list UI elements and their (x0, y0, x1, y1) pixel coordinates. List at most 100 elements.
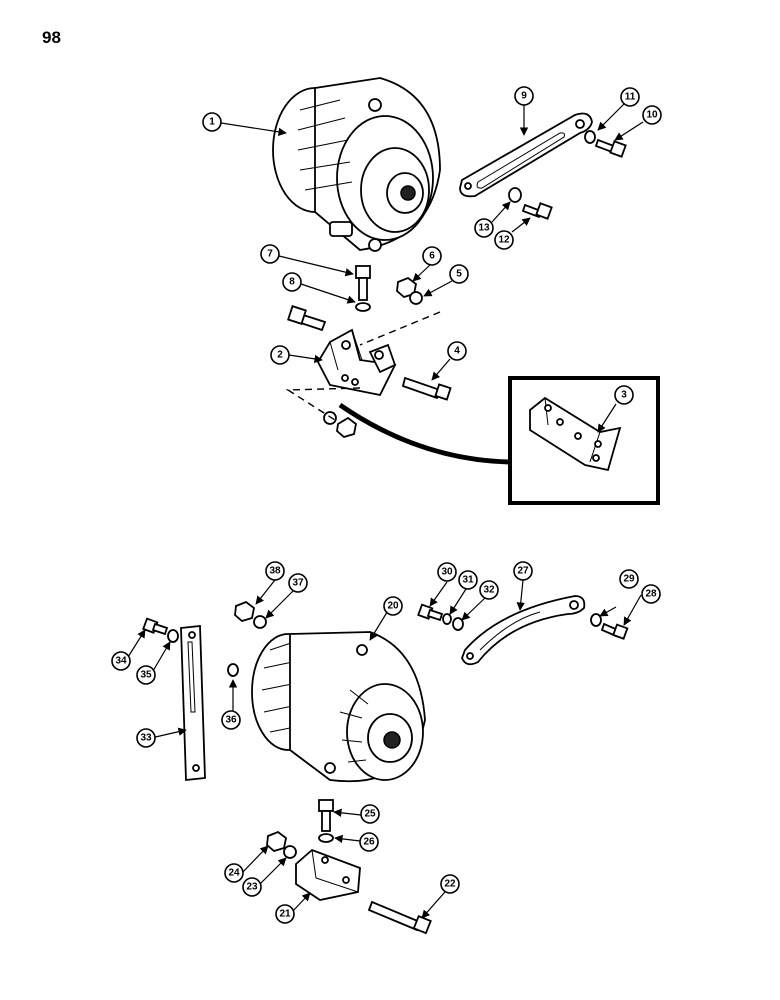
callout-26: 26 (359, 832, 379, 852)
svg-text:4: 4 (454, 346, 460, 357)
alignment-dashes-top (285, 311, 441, 421)
svg-text:7: 7 (267, 249, 273, 260)
callout-37: 37 (288, 573, 308, 593)
callout-10: 10 (642, 105, 662, 125)
callout-34: 34 (111, 651, 131, 671)
bolt-30 (417, 603, 444, 622)
svg-text:2: 2 (277, 350, 283, 361)
svg-text:12: 12 (498, 235, 510, 246)
callout-7: 7 (260, 244, 280, 264)
callout-8: 8 (282, 272, 302, 292)
washer-37 (253, 615, 267, 629)
svg-text:34: 34 (115, 656, 127, 667)
callout-5: 5 (449, 264, 469, 284)
callout-30: 30 (437, 562, 457, 582)
svg-text:28: 28 (645, 589, 657, 600)
callout-38: 38 (265, 561, 285, 581)
washer-35 (167, 629, 179, 643)
nut-bracket-lower (336, 416, 357, 439)
svg-text:6: 6 (429, 251, 435, 262)
washer-29 (590, 613, 602, 627)
callout-32: 32 (479, 580, 499, 600)
callout-2: 2 (270, 345, 290, 365)
callout-1: 1 (202, 112, 222, 132)
svg-text:20: 20 (387, 601, 399, 612)
washer-bracket-lower (323, 411, 337, 425)
svg-text:13: 13 (478, 223, 490, 234)
washer-13 (508, 187, 522, 203)
callout-23: 23 (242, 877, 262, 897)
washer-23 (283, 845, 297, 859)
bolt-7 (355, 265, 371, 301)
alternator-bottom (251, 631, 426, 783)
callout-9: 9 (514, 86, 534, 106)
bolt-22 (367, 900, 432, 935)
bolt-bracket-left (287, 305, 327, 332)
alternator-top (272, 77, 441, 252)
svg-text:1: 1 (209, 117, 215, 128)
washer-32 (452, 617, 464, 631)
callout-24: 24 (224, 863, 244, 883)
callout-36: 36 (221, 710, 241, 730)
callout-6: 6 (422, 246, 442, 266)
callout-22: 22 (440, 874, 460, 894)
svg-text:11: 11 (625, 92, 636, 103)
svg-text:25: 25 (364, 809, 376, 820)
page-number: 98 (42, 28, 61, 47)
lockwasher-8 (355, 302, 371, 312)
callout-4: 4 (447, 341, 467, 361)
callout-28: 28 (641, 584, 661, 604)
svg-text:24: 24 (228, 868, 240, 879)
svg-text:23: 23 (246, 882, 258, 893)
svg-text:37: 37 (292, 578, 304, 589)
svg-text:36: 36 (225, 715, 237, 726)
svg-text:29: 29 (623, 574, 635, 585)
svg-text:9: 9 (521, 91, 527, 102)
svg-text:26: 26 (363, 837, 375, 848)
inset-box-bracket-3 (508, 376, 660, 505)
callout-35: 35 (136, 665, 156, 685)
mounting-bracket-2 (316, 328, 397, 397)
svg-text:5: 5 (456, 269, 462, 280)
washer-5 (409, 291, 423, 305)
bolt-12 (521, 202, 553, 220)
lockwasher-31 (442, 613, 452, 625)
svg-text:3: 3 (621, 390, 627, 401)
lockwasher-26 (318, 833, 334, 843)
svg-text:35: 35 (140, 670, 152, 681)
callout-29: 29 (619, 569, 639, 589)
nut-38 (234, 600, 255, 623)
svg-text:10: 10 (646, 110, 658, 121)
callout-21: 21 (275, 904, 295, 924)
adjusting-strap-top (459, 112, 593, 198)
inset-pointer (338, 402, 511, 465)
svg-text:22: 22 (444, 879, 456, 890)
callout-12: 12 (494, 230, 514, 250)
nut-24 (266, 830, 287, 853)
callout-25: 25 (360, 804, 380, 824)
svg-text:21: 21 (279, 909, 291, 920)
callout-20: 20 (383, 596, 403, 616)
svg-text:8: 8 (289, 277, 295, 288)
svg-text:33: 33 (140, 733, 152, 744)
support-strap-33 (180, 625, 206, 781)
bolt-25 (318, 799, 334, 832)
callout-13: 13 (474, 218, 494, 238)
svg-text:38: 38 (269, 566, 281, 577)
svg-text:27: 27 (517, 566, 529, 577)
svg-text:30: 30 (441, 567, 453, 578)
mounting-bracket-21 (295, 848, 361, 901)
callout-31: 31 (458, 570, 478, 590)
washer-36 (227, 663, 239, 677)
washer-11 (584, 130, 596, 144)
callout-11: 11 (620, 87, 640, 107)
callout-3: 3 (614, 385, 634, 405)
leader-lines-top (220, 103, 644, 433)
bolt-4 (401, 376, 452, 401)
svg-text:31: 31 (462, 575, 474, 586)
bolt-28 (600, 622, 629, 640)
bolt-10 (594, 138, 627, 158)
bolt-34 (142, 617, 169, 636)
callout-27: 27 (513, 561, 533, 581)
